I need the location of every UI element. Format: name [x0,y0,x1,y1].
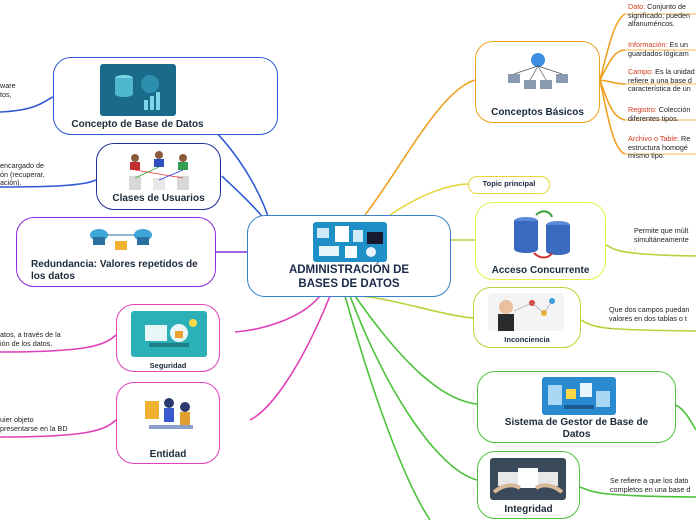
informacion-term: Información: [628,40,668,49]
inconciencia-note: Que dos campos puedan valores en dos tab… [609,305,696,332]
dbms-icon [542,377,616,415]
archivo-text: estructura homogé [628,142,688,152]
seguridad-note: atos, a través de la ión de los datos. [0,330,110,348]
puzzle-hands-icon [490,458,566,500]
users-network-icon [123,148,195,192]
acceso-note: Permite que múlt simultáneamente . [634,226,696,253]
network-computers-icon [504,48,572,98]
clases-note-line: ón (recuperar, [0,169,45,179]
concepto-title: Concepto de Base de Datos [71,119,204,130]
campo-term: Campo: [628,67,654,76]
entidad-note-line: uier objeto [0,415,34,424]
registro-text: diferentes tipos. [628,113,679,123]
concept-item-campo: Campo: Es la unidad refiere a una base d… [628,67,696,94]
sistema-gestor-node[interactable]: Sistema de Gestor de Base de Datos [477,371,676,443]
acceso-concurrente-node[interactable]: Acceso Concurrente [475,202,606,280]
seguridad-node[interactable]: Seguridad [116,304,220,372]
dato-text: significado, pueden [628,10,690,20]
database-sync-icon [506,209,578,261]
integridad-title: Integridad [504,504,553,515]
admin-diagram-image [313,222,387,262]
integridad-note-line: Se refiere a que los dato [610,476,689,485]
security-icon [131,311,207,357]
campo-text: característica de un [628,84,691,94]
redundancia-title: Redundancia: Valores repetidos de los da… [31,259,198,282]
archivo-term: Archivo o Table: [628,134,680,143]
concept-item-archivo: Archivo o Table: Re estructura homogé mi… [628,134,696,161]
conceptos-basicos-node[interactable]: Conceptos Básicos [475,41,600,123]
campo-text: Es la unidad [653,67,695,76]
concepto-note: ware tos, [0,81,50,99]
acceso-note-line: Permite que múlt [634,226,689,235]
seguridad-note-line: ión de los datos. [0,338,53,348]
archivo-text: mismo tipo. [628,151,665,161]
concept-item-dato: Dato: Conjunto de significado, pueden al… [628,2,696,29]
clases-note: encargado de ón (recuperar, ación). [0,161,95,188]
inconciencia-note-line: valores en dos tablas o t [609,313,687,323]
archivo-text: Re [679,134,691,143]
campo-text: refiere a una base d [628,75,692,85]
entity-team-icon [139,391,201,439]
seguridad-note-line: atos, a través de la [0,330,61,339]
database-icon [100,64,176,116]
entidad-note: uier objeto presentarse en la BD [0,415,110,433]
clases-note-line: ación). [0,178,22,188]
informacion-text: Es un [667,40,688,49]
acceso-note-line: simultáneamente [634,234,689,244]
inconciencia-title: Inconciencia [504,335,550,344]
integridad-node[interactable]: Integridad [477,451,580,519]
inconciencia-note-line: . [609,322,611,332]
conceptos-title: Conceptos Básicos [491,107,584,118]
cloud-servers-icon [89,223,153,255]
concept-item-informacion: Información: Es un guardados lógicam [628,40,696,58]
redundancia-node[interactable]: Redundancia: Valores repetidos de los da… [16,217,216,287]
inconciencia-note-line: Que dos campos puedan [609,305,690,314]
entidad-note-line: presentarse en la BD [0,423,68,433]
dato-text: alfanuméricos. [628,19,675,29]
central-node[interactable]: ADMINISTRACIÓN DE BASES DE DATOS [247,215,451,297]
clases-note-line: encargado de [0,161,44,170]
entidad-title: Entidad [149,449,187,460]
acceso-title: Acceso Concurrente [491,265,590,276]
topic-principal[interactable]: Topic principal [468,176,550,194]
registro-term: Registro: [628,105,657,114]
clases-usuarios-node[interactable]: Clases de Usuarios [96,143,221,210]
concepto-note-line: ware [0,81,16,90]
central-title: ADMINISTRACIÓN DE BASES DE DATOS [288,264,410,290]
inconciencia-node[interactable]: Inconciencia [473,287,581,348]
dato-term: Dato: [628,2,646,11]
entidad-node[interactable]: Entidad [116,382,220,464]
seguridad-title: Seguridad [149,361,187,370]
concept-item-registro: Registro: Colección diferentes tipos. [628,105,696,123]
concepto-base-datos-node[interactable]: Concepto de Base de Datos [53,57,278,135]
acceso-note-line: . [634,243,636,253]
confused-person-icon [488,293,564,331]
integridad-note: Se refiere a que los dato completos en u… [610,476,696,494]
concepto-note-line: tos, [0,89,12,99]
dato-text: Conjunto de [645,2,686,11]
informacion-text: guardados lógicam [628,48,689,58]
integridad-note-line: completos en una base d [610,484,691,494]
registro-text: Colección [656,105,691,114]
clases-title: Clases de Usuarios [112,193,205,204]
sistema-title: Sistema de Gestor de Base de Datos [504,417,649,440]
